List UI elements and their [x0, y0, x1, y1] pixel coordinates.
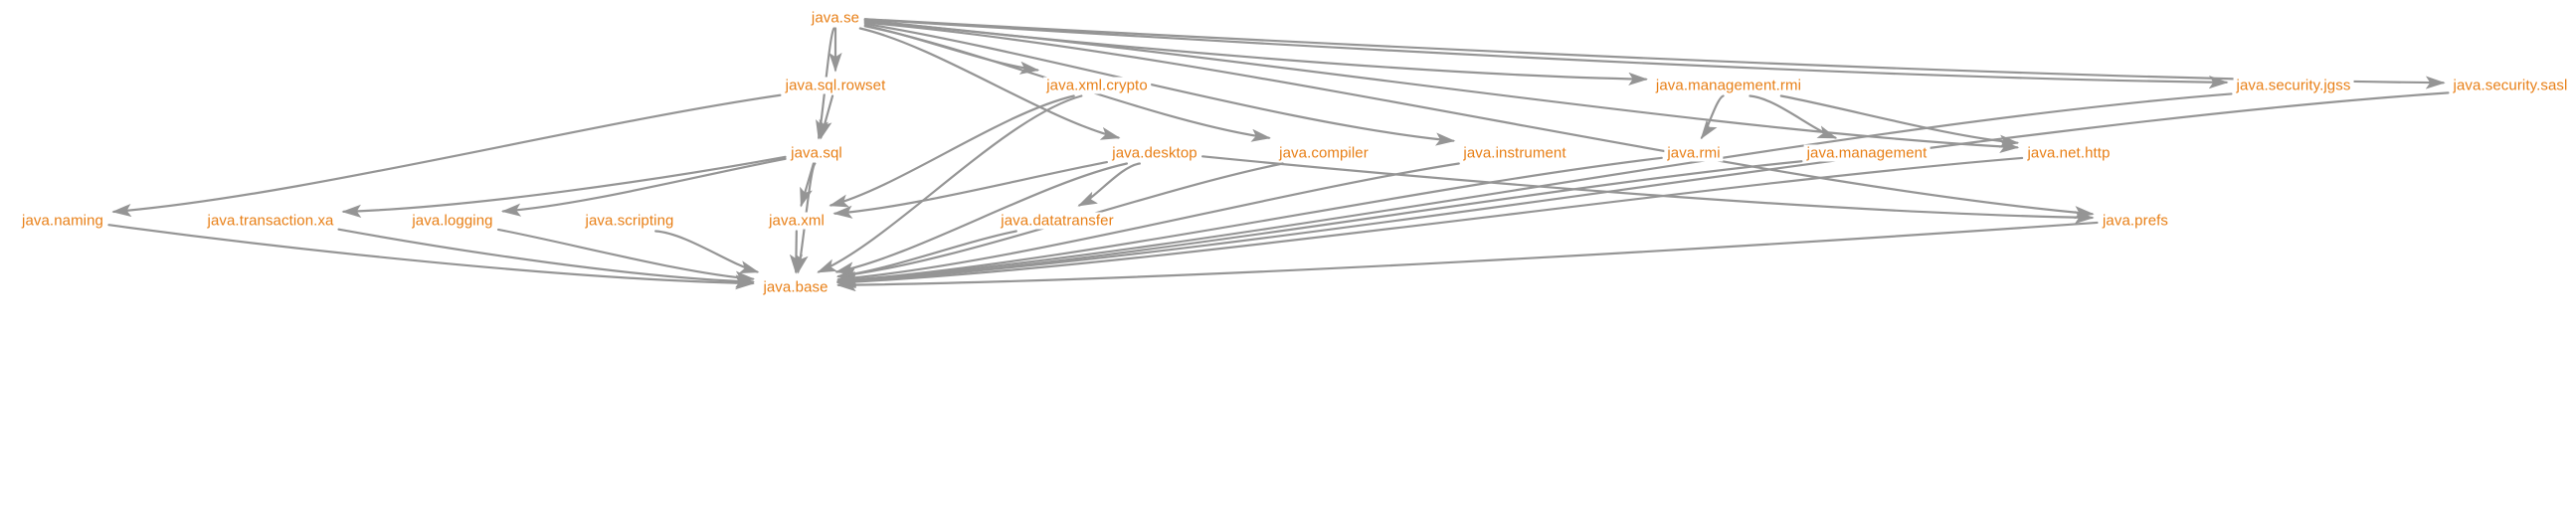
graph-edge	[835, 156, 2024, 289]
graph-edge	[863, 18, 2446, 89]
graph-edge	[835, 221, 2099, 292]
graph-node-java-net-http[interactable]: java.net.http	[2024, 144, 2114, 162]
graph-edge	[835, 91, 2450, 288]
graph-edge	[1748, 94, 1838, 139]
graph-node-java-transaction-xa[interactable]: java.transaction.xa	[204, 212, 337, 230]
graph-edge	[835, 162, 1460, 284]
graph-node-java-se[interactable]: java.se	[808, 9, 863, 27]
graph-edge	[337, 228, 756, 288]
graph-edge	[835, 92, 2233, 287]
graph-node-java-base[interactable]: java.base	[760, 278, 831, 296]
graph-edge	[817, 94, 1083, 273]
graph-edge	[654, 230, 760, 273]
graph-edge	[341, 155, 787, 218]
graph-edge	[496, 228, 756, 284]
graph-node-java-management[interactable]: java.management	[1803, 144, 1931, 162]
graph-node-java-naming[interactable]: java.naming	[19, 212, 106, 230]
graph-edge	[1077, 162, 1141, 207]
graph-node-java-prefs[interactable]: java.prefs	[2099, 212, 2172, 230]
graph-edge	[858, 27, 1121, 140]
graph-edge	[828, 94, 1075, 208]
graph-edge	[832, 160, 1108, 219]
graph-edge	[863, 19, 1649, 85]
graph-edge	[500, 157, 787, 217]
graph-edge	[863, 20, 2020, 153]
graph-edge	[800, 162, 816, 208]
graph-node-java-xml[interactable]: java.xml	[766, 212, 828, 230]
graph-edge	[863, 18, 2229, 89]
graph-edge	[789, 230, 804, 274]
graph-edge	[863, 21, 2095, 220]
graph-edge	[863, 22, 1456, 146]
graph-node-java-datatransfer[interactable]: java.datatransfer	[998, 212, 1117, 230]
graph-edge	[819, 94, 834, 140]
graph-node-java-desktop[interactable]: java.desktop	[1109, 144, 1200, 162]
graph-edge	[111, 93, 782, 218]
graph-node-java-compiler[interactable]: java.compiler	[1276, 144, 1372, 162]
graph-edge	[1201, 155, 2095, 225]
graph-node-java-management-rmi[interactable]: java.management.rmi	[1652, 77, 1805, 94]
graph-edge	[1700, 94, 1725, 140]
graph-node-java-instrument[interactable]: java.instrument	[1460, 144, 1569, 162]
graph-edge	[795, 162, 817, 274]
graph-node-java-scripting[interactable]: java.scripting	[582, 212, 677, 230]
graph-edge	[107, 224, 756, 290]
graph-node-java-logging[interactable]: java.logging	[409, 212, 496, 230]
graph-edge	[835, 156, 1663, 286]
graph-edge	[1779, 94, 2020, 148]
graph-node-java-security-sasl[interactable]: java.security.sasl	[2450, 77, 2571, 94]
graph-node-java-rmi[interactable]: java.rmi	[1664, 144, 1724, 162]
graph-node-java-sql[interactable]: java.sql	[788, 144, 845, 162]
graph-node-java-sql-rowset[interactable]: java.sql.rowset	[782, 77, 889, 94]
graph-edge	[834, 162, 1129, 275]
graph-node-java-security-jgss[interactable]: java.security.jgss	[2233, 77, 2354, 94]
graph-node-java-xml-crypto[interactable]: java.xml.crypto	[1043, 77, 1151, 94]
